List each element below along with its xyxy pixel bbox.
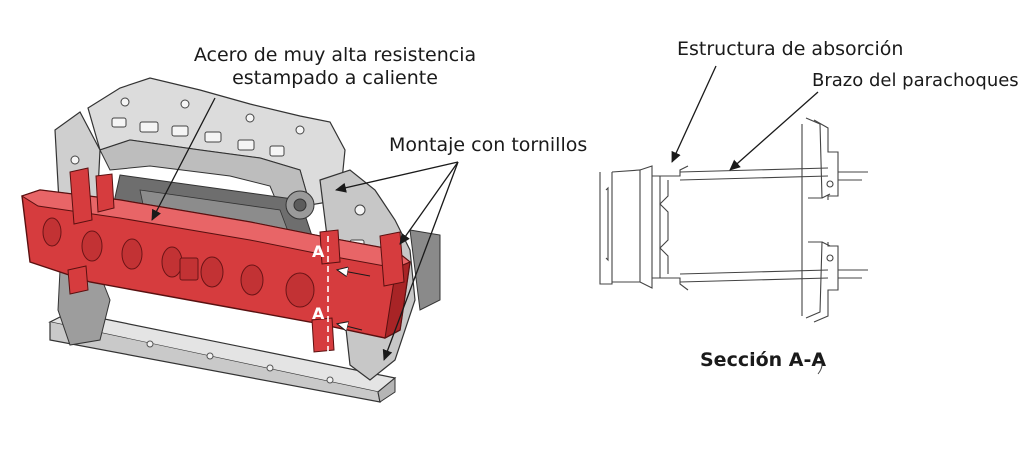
arm-label: Brazo del parachoques (812, 70, 1019, 91)
section-drawing (599, 117, 868, 323)
absorber-label: Estructura de absorción (677, 38, 904, 60)
bolt-leader-line-1 (335, 161, 459, 193)
section-caption-bracket (817, 355, 823, 375)
steel-label: Acero de muy alta resistencia estampado … (180, 46, 490, 88)
steel-label-line-2: estampado a caliente (232, 67, 438, 89)
steel-leader-line (151, 97, 216, 221)
cut-arrow-top (338, 270, 371, 276)
bolt-leader-line-2 (399, 161, 459, 245)
arm-leader-line (729, 91, 819, 171)
bumper-beam (20, 167, 411, 353)
section-caption: Sección A-A (700, 349, 827, 371)
absorber-leader-line (671, 65, 717, 163)
bolt-mount-label: Montaje con tornillos (389, 134, 588, 156)
cut-marker-bottom: A (312, 304, 325, 323)
steel-label-line-1: Acero de muy alta resistencia (193, 44, 477, 66)
bolt-leader-line-3 (382, 161, 459, 361)
cut-arrow-bottom (338, 324, 363, 330)
cut-marker-top: A (312, 242, 325, 261)
